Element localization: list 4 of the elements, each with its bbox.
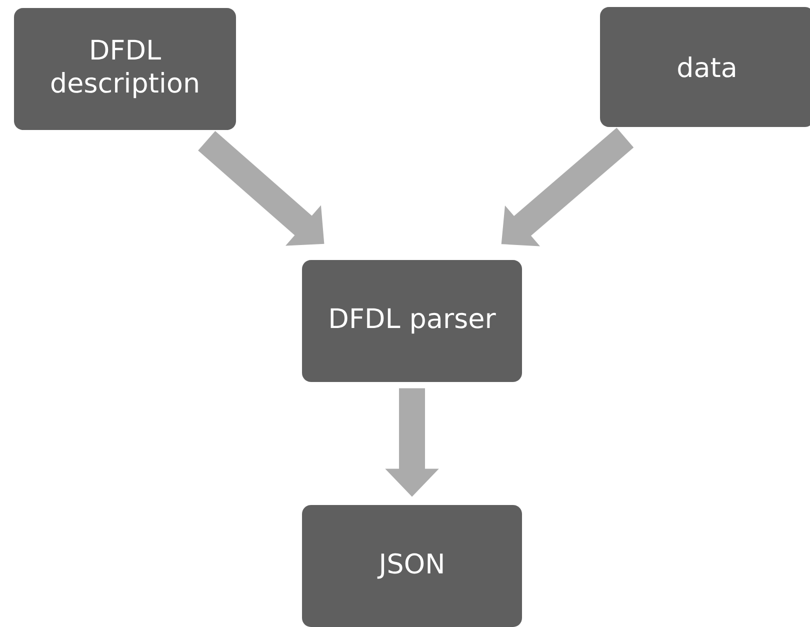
- process-box: data: [600, 7, 810, 127]
- process-box: JSON: [302, 505, 522, 627]
- process-box: DFDL description: [14, 8, 236, 130]
- process-box: DFDL parser: [302, 260, 522, 382]
